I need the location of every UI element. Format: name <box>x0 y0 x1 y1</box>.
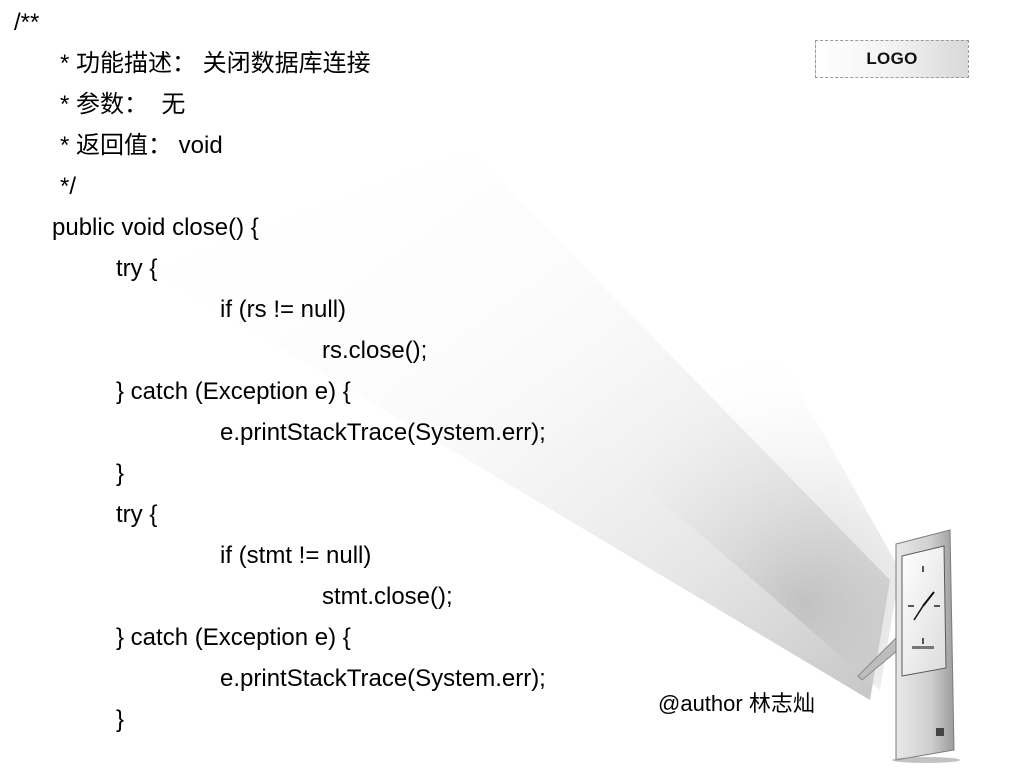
code-line: * 返回值： void <box>60 132 223 159</box>
code-line: try { <box>116 255 158 282</box>
code-line: if (rs != null) <box>220 296 347 323</box>
code-line: rs.close(); <box>322 337 428 364</box>
code-line: * 功能描述： 关闭数据库连接 <box>60 50 371 77</box>
logo-placeholder: LOGO <box>815 40 969 78</box>
code-line: } <box>116 460 125 487</box>
code-line: */ <box>60 173 77 200</box>
code-line: e.printStackTrace(System.err); <box>220 665 546 692</box>
code-line: try { <box>116 501 158 528</box>
code-line: stmt.close(); <box>322 583 453 610</box>
code-line: } <box>116 706 125 733</box>
clock-icon <box>857 529 960 763</box>
code-line: if (stmt != null) <box>220 542 372 569</box>
code-line: /** <box>14 9 40 36</box>
code-line: e.printStackTrace(System.err); <box>220 419 546 446</box>
logo-text: LOGO <box>866 49 918 68</box>
code-line: } catch (Exception e) { <box>116 378 351 405</box>
code-line: } catch (Exception e) { <box>116 624 351 651</box>
code-line: public void close() { <box>52 214 259 241</box>
code-line: * 参数： 无 <box>60 91 186 118</box>
author-credit: @author 林志灿 <box>658 691 815 716</box>
